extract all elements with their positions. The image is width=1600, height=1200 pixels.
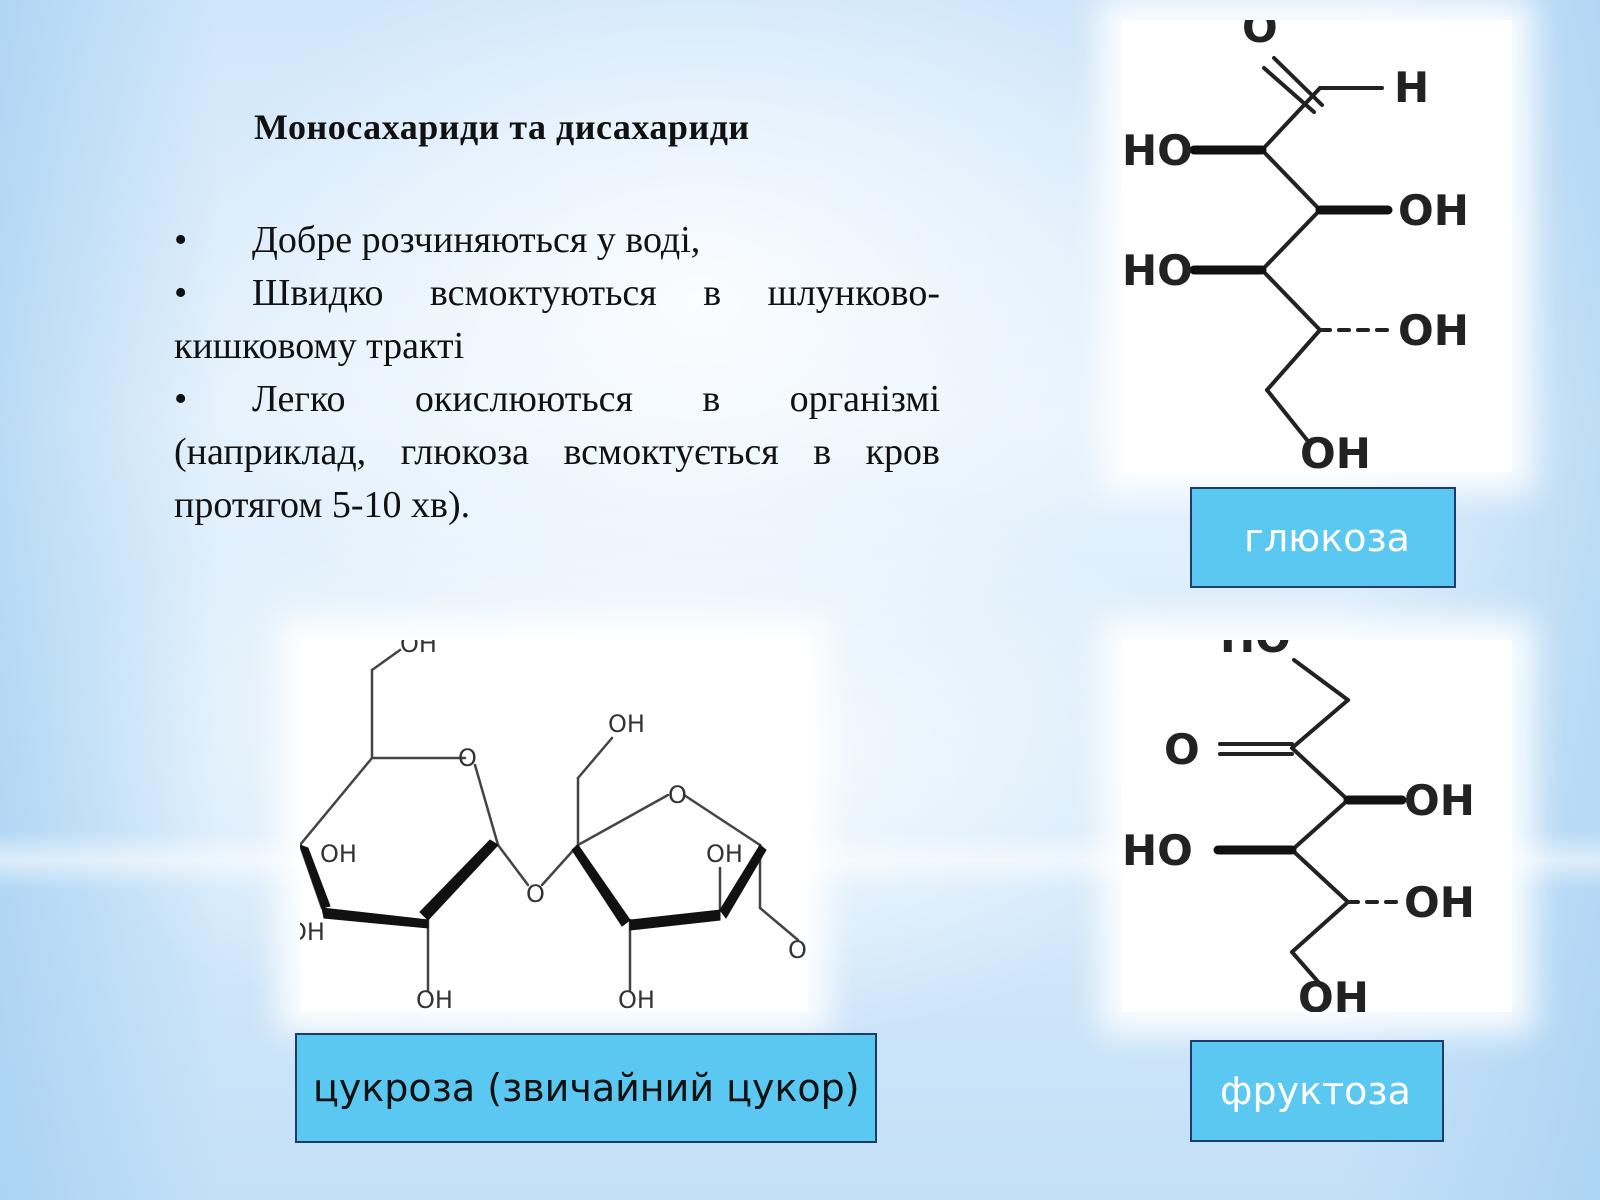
fructose-label-text: фруктоза bbox=[1220, 1069, 1411, 1113]
bullet-text: Легко окислюються в організмі (наприклад… bbox=[174, 378, 940, 526]
fructose-structure: HO O OH HO OH OH bbox=[1122, 613, 1512, 1022]
bullet-list: •Добре розчиняються у воді, •Швидко всмо… bbox=[174, 214, 940, 532]
sucrose-label: цукроза (звичайний цукор) bbox=[295, 1033, 877, 1143]
atom-label: O bbox=[526, 880, 545, 908]
sucrose-formula-svg: OH O OH OH OH O OH O OH OH OH bbox=[288, 630, 825, 1014]
slide-title: Моносахариди та дисахариди bbox=[254, 107, 750, 147]
atom-label: OH bbox=[416, 986, 453, 1012]
atom-label: OH bbox=[1300, 429, 1371, 472]
background-edge-left bbox=[0, 0, 220, 1200]
atom-label: OH bbox=[1404, 776, 1475, 825]
atom-label: OH bbox=[400, 640, 437, 658]
sucrose-label-text: цукроза (звичайний цукор) bbox=[313, 1066, 860, 1110]
atom-label: HO bbox=[1122, 246, 1193, 295]
bullet-item: • Добре розчиняються у воді, bbox=[174, 214, 940, 267]
bullet-item: •Швидко всмоктуються в шлунково-кишковом… bbox=[174, 267, 940, 373]
fructose-formula-svg: HO O OH HO OH OH bbox=[1122, 613, 1475, 1022]
bullet-text: Швидко всмоктуються в шлунково-кишковому… bbox=[174, 272, 940, 367]
atom-label: HO bbox=[1220, 640, 1291, 662]
bullet-dot: • bbox=[174, 378, 188, 420]
atom-label: OH bbox=[706, 840, 743, 868]
glucose-structure: O H HO OH HO OH OH bbox=[1122, 3, 1512, 478]
bullet-dot: • bbox=[174, 219, 188, 261]
atom-label: OH bbox=[320, 840, 357, 868]
bullet-item: •Легко окислюються в організмі (наприкла… bbox=[174, 373, 940, 532]
atom-label: O bbox=[1164, 725, 1200, 774]
glucose-formula-svg: O H HO OH HO OH OH bbox=[1122, 3, 1469, 478]
atom-label: OH bbox=[1298, 973, 1369, 1012]
atom-label: HO bbox=[1122, 826, 1193, 875]
bullet-text: Добре розчиняються у воді, bbox=[252, 219, 701, 261]
fructose-label: фруктоза bbox=[1190, 1040, 1444, 1142]
atom-label: O bbox=[458, 744, 477, 772]
bullet-dot: • bbox=[174, 272, 188, 314]
glucose-label: глюкоза bbox=[1190, 487, 1456, 588]
atom-label: H bbox=[1394, 63, 1429, 112]
atom-label: O bbox=[1242, 20, 1278, 52]
atom-label: OH bbox=[1398, 186, 1469, 235]
sucrose-structure: OH O OH OH OH O OH O OH OH OH bbox=[288, 630, 825, 1014]
atom-label: HO bbox=[1122, 126, 1193, 175]
atom-label: O bbox=[668, 781, 687, 809]
atom-label: OH bbox=[300, 918, 325, 946]
atom-label: OH bbox=[788, 936, 808, 964]
atom-label: OH bbox=[1404, 878, 1475, 927]
atom-label: OH bbox=[608, 710, 645, 738]
atom-label: OH bbox=[618, 986, 655, 1012]
atom-label: OH bbox=[1398, 306, 1469, 355]
glucose-label-text: глюкоза bbox=[1244, 515, 1410, 560]
